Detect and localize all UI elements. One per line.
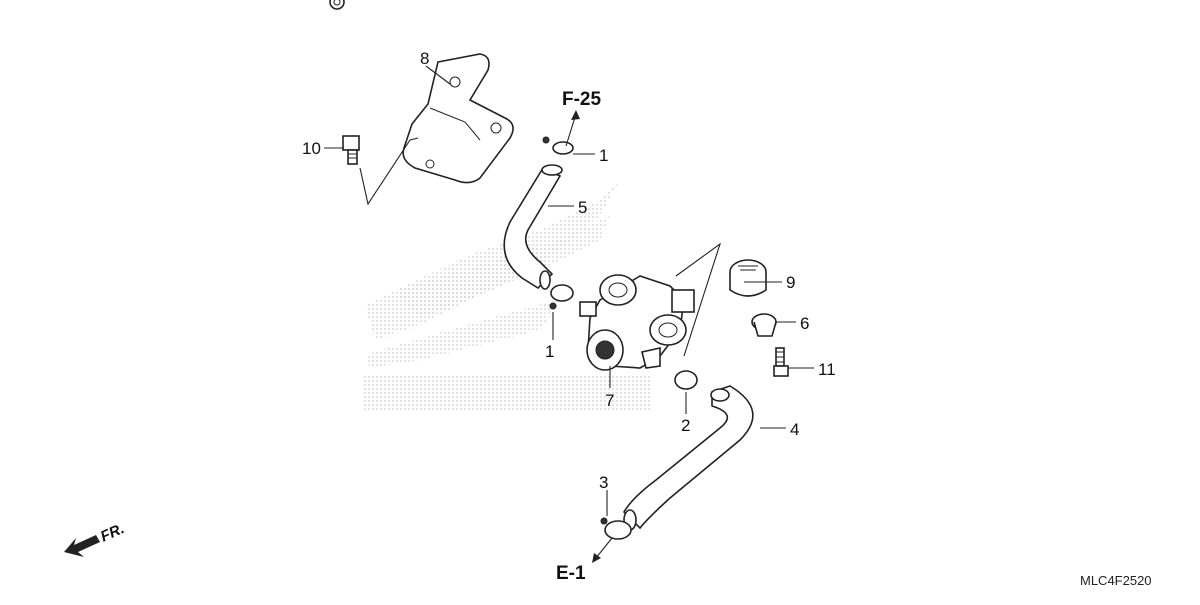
part-2-clamp[interactable] — [674, 370, 698, 390]
callout-10: 10 — [302, 139, 321, 158]
top-washer-icon — [329, 0, 345, 10]
part-8-bracket[interactable] — [402, 53, 514, 184]
part-1-clip-lower[interactable] — [549, 284, 574, 310]
part-1-clip-upper[interactable] — [542, 136, 574, 155]
callout-5: 5 — [578, 198, 588, 217]
part-4-hose[interactable] — [623, 385, 754, 531]
part-11-bolt[interactable] — [773, 347, 789, 377]
ref-top[interactable]: F-25 — [562, 89, 602, 110]
leader-lines — [324, 65, 814, 563]
part-3-clip[interactable] — [600, 517, 632, 540]
callout-3: 3 — [599, 473, 609, 492]
callout-8: 8 — [420, 49, 430, 68]
watermark-logo — [362, 180, 652, 412]
part-10-bolt[interactable] — [342, 135, 360, 165]
callout-7: 7 — [605, 391, 615, 410]
callout-11: 11 — [818, 360, 836, 379]
part-5-hose[interactable] — [503, 164, 563, 290]
callout-6: 6 — [800, 314, 810, 333]
callout-1-upper: 1 — [599, 146, 609, 165]
part-7-valve[interactable] — [579, 274, 695, 371]
part-9-cap[interactable] — [729, 259, 767, 297]
diagram-code: MLC4F2520 — [1080, 573, 1152, 588]
callout-4: 4 — [790, 420, 800, 439]
front-direction-arrow-icon — [64, 535, 100, 557]
callout-2: 2 — [681, 416, 691, 435]
part-6-grommet[interactable] — [751, 313, 777, 337]
callout-9: 9 — [786, 273, 796, 292]
ref-bottom[interactable]: E-1 — [556, 563, 586, 584]
callout-1-lower: 1 — [545, 342, 555, 361]
